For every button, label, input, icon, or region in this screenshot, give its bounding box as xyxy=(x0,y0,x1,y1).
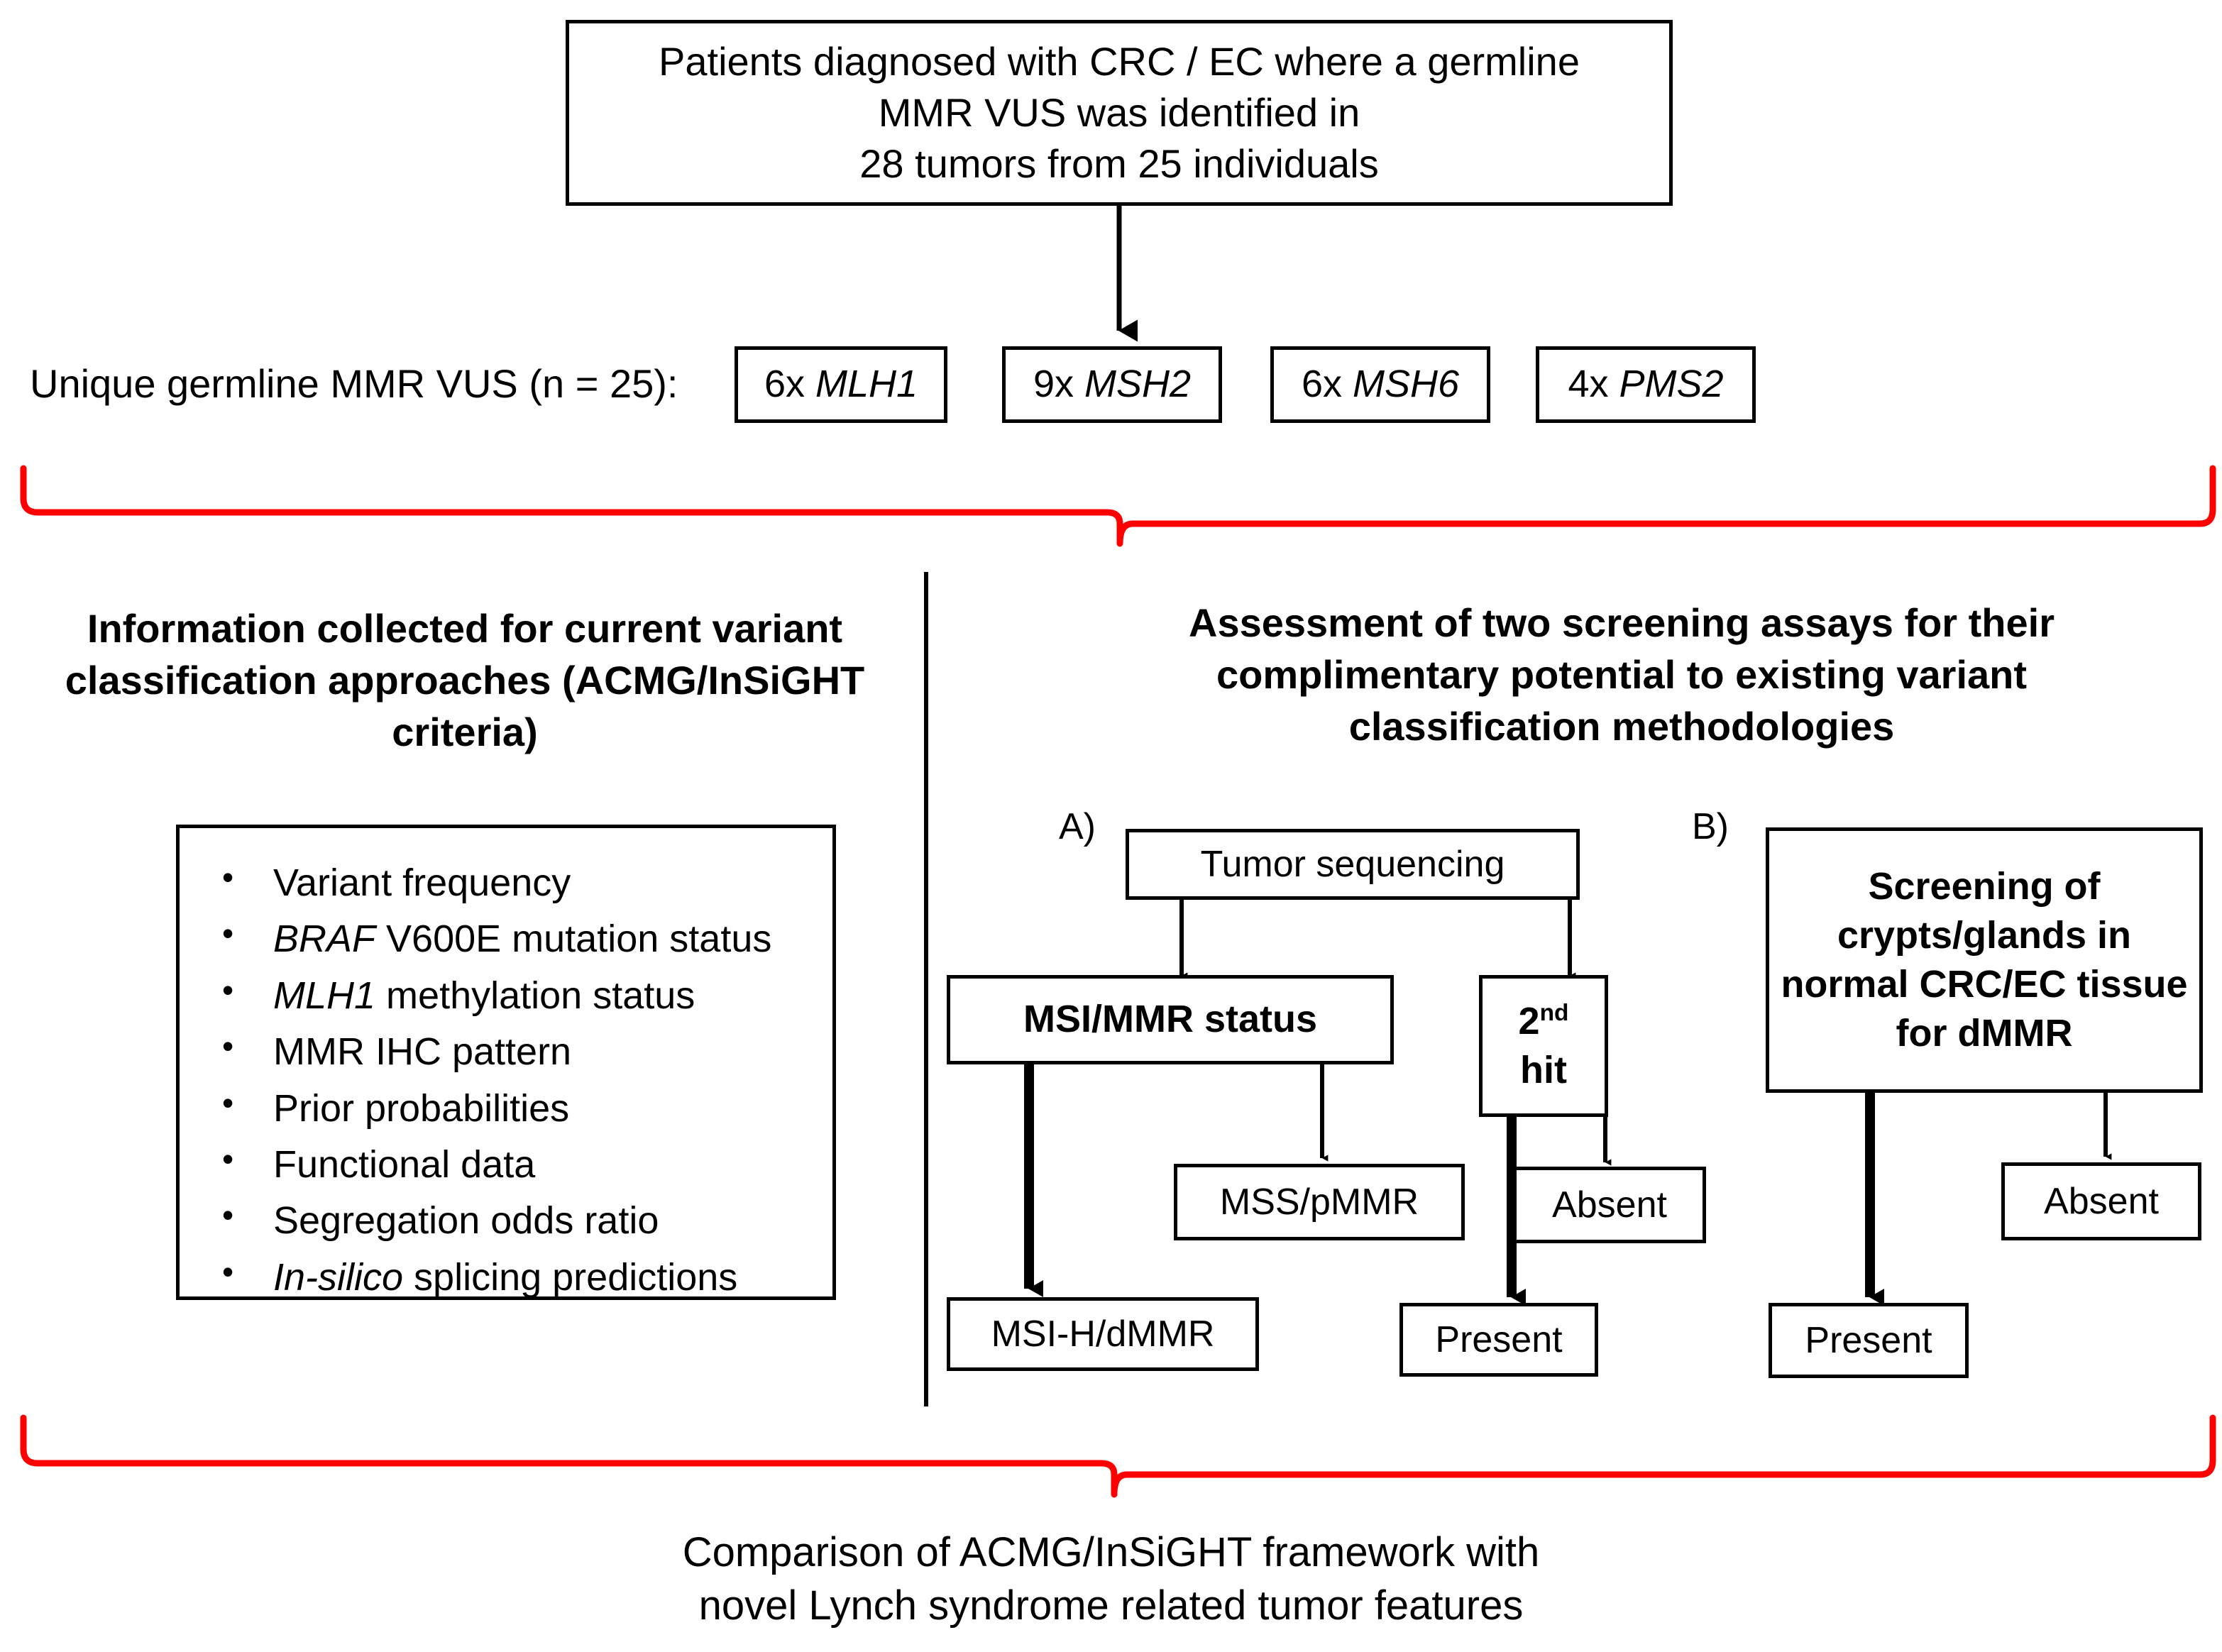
criteria-item-text: V600E mutation status xyxy=(375,918,772,961)
criteria-list-item: Variant frequency xyxy=(212,854,811,911)
panel-a-label: A) xyxy=(1059,806,1096,847)
gene-box-mlh1: 6x MLH1 xyxy=(735,346,947,423)
criteria-list-item: MLH1 methylation status xyxy=(212,967,811,1024)
criteria-item-text: MMR IHC pattern xyxy=(273,1030,572,1074)
top-box-line1: Patients diagnosed with CRC / EC where a… xyxy=(659,39,1580,84)
criteria-item-gene: In-silico xyxy=(273,1255,404,1299)
screening-line3: normal CRC/EC tissue xyxy=(1781,963,2188,1006)
screening-line2: crypts/glands in xyxy=(1837,913,2132,957)
gene-count-pms2: 4x xyxy=(1568,363,1609,406)
second-hit-box: 2nd hit xyxy=(1479,975,1608,1117)
footer-caption: Comparison of ACMG/InSiGHT framework wit… xyxy=(0,1526,2222,1633)
msi-mmr-status-box: MSI/MMR status xyxy=(947,975,1394,1064)
right-heading-line1: Assessment of two screening assays for t… xyxy=(1189,600,2055,645)
criteria-list-item: BRAF V600E mutation status xyxy=(212,910,811,967)
absent-a-box: Absent xyxy=(1513,1167,1706,1243)
top-box-line3: 28 tumors from 25 individuals xyxy=(859,141,1379,186)
screening-line4: for dMMR xyxy=(1896,1012,2073,1055)
criteria-list-item: Prior probabilities xyxy=(212,1079,811,1137)
criteria-item-text: Prior probabilities xyxy=(273,1086,570,1130)
mss-pmmr-box: MSS/pMMR xyxy=(1174,1164,1465,1240)
footer-line2: novel Lynch syndrome related tumor featu… xyxy=(698,1582,1524,1629)
absent-b-box: Absent xyxy=(2001,1162,2201,1240)
gene-name-msh6: MSH6 xyxy=(1353,363,1460,406)
criteria-list: Variant frequencyBRAF V600E mutation sta… xyxy=(180,828,832,1330)
gene-count-msh2: 9x xyxy=(1033,363,1074,406)
tumor-sequencing-box: Tumor sequencing xyxy=(1126,829,1580,900)
left-heading-line2: classification approaches (ACMG/InSiGHT xyxy=(65,657,865,703)
panel-b-label: B) xyxy=(1692,806,1729,847)
second-hit-superscript: nd xyxy=(1539,999,1569,1026)
present-a-box: Present xyxy=(1399,1303,1598,1377)
gene-count-mlh1: 6x xyxy=(764,363,805,406)
criteria-item-text: methylation status xyxy=(375,974,695,1017)
left-heading-line1: Information collected for current varian… xyxy=(87,606,843,651)
criteria-item-text: Functional data xyxy=(273,1142,536,1186)
gene-name-msh2: MSH2 xyxy=(1084,363,1192,406)
criteria-item-gene: BRAF xyxy=(273,918,376,961)
second-hit-first-line: 2nd xyxy=(1519,997,1569,1046)
screening-line1: Screening of xyxy=(1868,864,2101,908)
red-brace-lower xyxy=(20,1414,2216,1498)
criteria-item-gene: MLH1 xyxy=(273,974,376,1017)
gene-box-pms2: 4x PMS2 xyxy=(1536,346,1756,423)
second-hit-second-line: hit xyxy=(1520,1049,1567,1091)
footer-line1: Comparison of ACMG/InSiGHT framework wit… xyxy=(682,1529,1540,1575)
criteria-list-item: In-silico splicing predictions xyxy=(212,1248,811,1306)
criteria-list-box: Variant frequencyBRAF V600E mutation sta… xyxy=(176,825,836,1300)
criteria-list-item: Functional data xyxy=(212,1135,811,1193)
screening-crypts-box: Screening of crypts/glands in normal CRC… xyxy=(1766,827,2203,1093)
right-column-heading: Assessment of two screening assays for t… xyxy=(1135,598,2108,752)
criteria-item-text: Segregation odds ratio xyxy=(273,1199,659,1243)
gene-name-mlh1: MLH1 xyxy=(815,363,918,406)
right-heading-line2: complimentary potential to existing vari… xyxy=(1216,651,2027,697)
red-brace-upper xyxy=(20,465,2216,547)
criteria-item-text: splicing predictions xyxy=(403,1255,738,1299)
gene-name-pms2: PMS2 xyxy=(1619,363,1724,406)
vus-row-label: Unique germline MMR VUS (n = 25): xyxy=(30,361,678,406)
top-summary-box: Patients diagnosed with CRC / EC where a… xyxy=(566,20,1673,206)
present-b-box: Present xyxy=(1769,1303,1969,1378)
left-column-heading: Information collected for current varian… xyxy=(43,603,887,758)
left-heading-line3: criteria) xyxy=(392,709,538,754)
criteria-item-text: Variant frequency xyxy=(273,861,571,904)
gene-box-msh6: 6x MSH6 xyxy=(1270,346,1490,423)
criteria-list-item: Segregation odds ratio xyxy=(212,1191,811,1249)
second-hit-number: 2 xyxy=(1518,999,1540,1042)
criteria-list-item: MMR IHC pattern xyxy=(212,1023,811,1080)
gene-box-msh2: 9x MSH2 xyxy=(1002,346,1222,423)
msi-h-dmmr-box: MSI-H/dMMR xyxy=(947,1297,1259,1371)
right-heading-line3: classification methodologies xyxy=(1348,703,1895,749)
top-box-line2: MMR VUS was identified in xyxy=(878,90,1360,136)
gene-count-msh6: 6x xyxy=(1301,363,1342,406)
